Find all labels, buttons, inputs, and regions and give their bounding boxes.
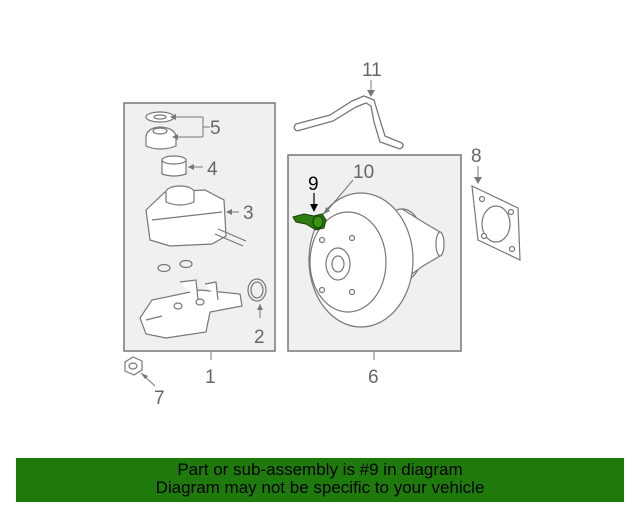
- callout-5[interactable]: 5: [210, 118, 221, 139]
- part-11-vacuum-hose[interactable]: [293, 95, 404, 150]
- callout-7[interactable]: 7: [154, 388, 165, 409]
- callout-1[interactable]: 1: [205, 367, 216, 388]
- callout-11[interactable]: 11: [362, 60, 382, 81]
- part-3-reservoir[interactable]: [145, 185, 247, 247]
- part-4-strainer[interactable]: [161, 155, 187, 177]
- arrow-10: [324, 207, 330, 214]
- leader-5: [176, 116, 210, 138]
- part-6-brake-booster[interactable]: [308, 192, 445, 328]
- arrow-8: [474, 177, 482, 184]
- banner-line-2: Diagram may not be specific to your vehi…: [155, 478, 485, 497]
- callout-9[interactable]: 9: [308, 174, 319, 195]
- callout-10[interactable]: 10: [353, 162, 374, 183]
- callout-3[interactable]: 3: [243, 203, 254, 224]
- arrow-5b: [172, 134, 178, 140]
- arrow-11: [367, 90, 375, 97]
- arrow-9: [310, 204, 318, 212]
- info-banner: Part or sub-assembly is #9 in diagram Di…: [16, 458, 624, 502]
- arrow-7: [141, 373, 148, 379]
- callout-4[interactable]: 4: [207, 159, 218, 180]
- arrow-3: [226, 209, 232, 215]
- reservoir-grommets[interactable]: [157, 259, 193, 273]
- callout-2[interactable]: 2: [254, 327, 265, 348]
- leader-10: [325, 179, 354, 213]
- part-8-gasket[interactable]: [471, 184, 521, 261]
- part-5-reservoir-cap[interactable]: [145, 111, 177, 150]
- callout-6[interactable]: 6: [368, 367, 379, 388]
- part-7-nut[interactable]: [124, 356, 143, 376]
- arrow-2: [257, 304, 263, 310]
- arrow-4: [188, 164, 194, 170]
- banner-line-1: Part or sub-assembly is #9 in diagram: [177, 460, 463, 479]
- part-2-o-ring[interactable]: [247, 278, 267, 302]
- arrow-5a: [170, 114, 176, 120]
- callout-8[interactable]: 8: [471, 146, 482, 167]
- part-1-master-cylinder[interactable]: [139, 279, 243, 339]
- part-9-vacuum-fitting-highlighted[interactable]: [292, 213, 327, 231]
